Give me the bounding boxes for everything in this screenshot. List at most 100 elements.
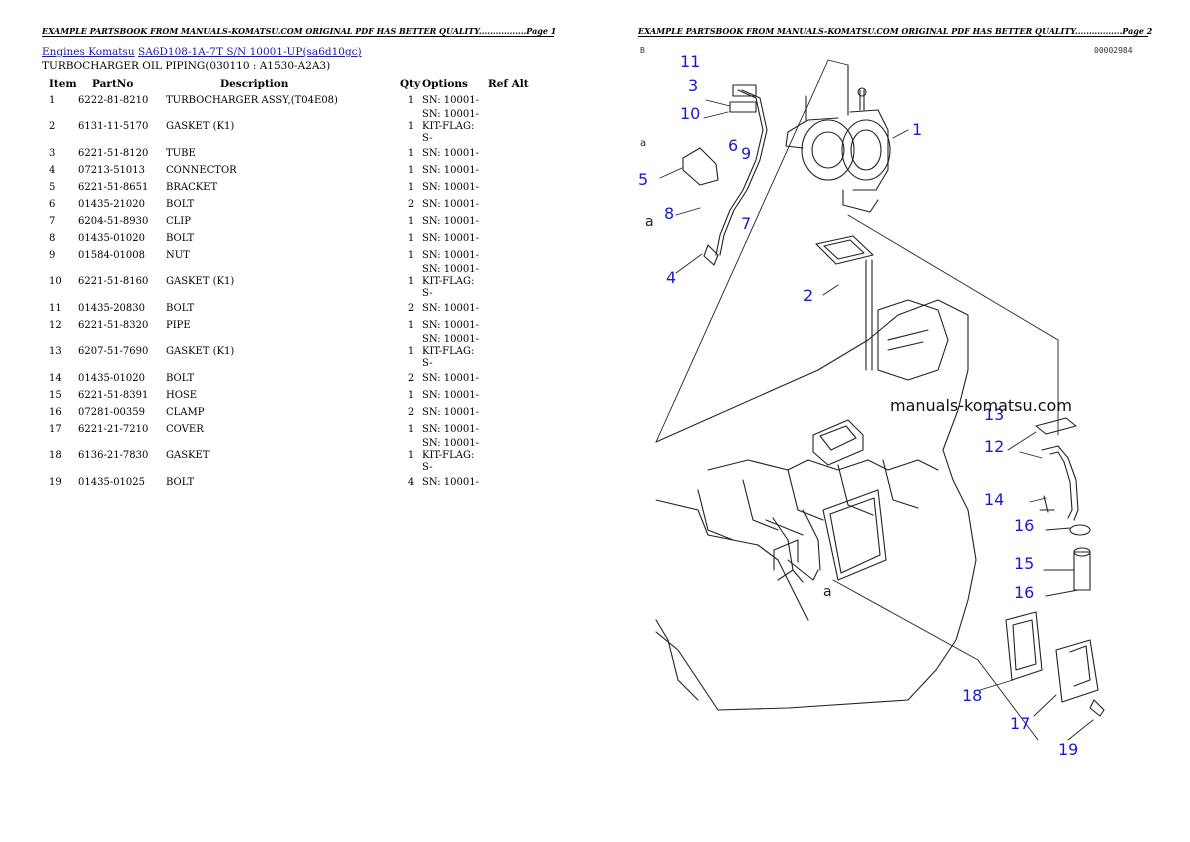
cell-qty: 1 — [407, 319, 415, 331]
cell-refalt — [488, 404, 548, 421]
cell-description: BOLT — [166, 198, 195, 210]
cell-refalt — [488, 213, 548, 230]
option-serial: SN: 10001- — [422, 264, 479, 275]
cell-options: SN: 10001-KIT-FLAG: S- — [422, 264, 488, 300]
cell-description: BRACKET — [166, 181, 218, 193]
option-serial: SN: 10001- — [422, 147, 479, 159]
connector-4-drawing — [703, 244, 719, 266]
option-kit-flag: KIT-FLAG: S- — [422, 121, 475, 144]
cell-refalt — [488, 109, 548, 145]
parts-table: Item PartNo Description Qty Options Ref … — [42, 76, 548, 491]
breadcrumb-link-engines[interactable]: Engines Komatsu — [42, 46, 135, 58]
cell-partno: 6207-51-7690 — [78, 346, 149, 357]
cell-description: CLAMP — [166, 406, 205, 418]
cell-options: SN: 10001- — [422, 370, 488, 387]
cell-refalt — [488, 421, 548, 438]
breadcrumb: Engines Komatsu SA6D108-1A-7T S/N 10001-… — [42, 46, 362, 58]
cell-options: SN: 10001- — [422, 317, 488, 334]
option-serial: SN: 10001- — [422, 334, 479, 345]
option-serial: SN: 10001- — [422, 249, 479, 261]
cell-qty: 2 — [407, 302, 415, 314]
option-serial: SN: 10001- — [422, 181, 479, 193]
cell-description: GASKET — [166, 450, 210, 461]
option-serial: SN: 10001- — [422, 372, 479, 384]
cell-description: BOLT — [166, 232, 195, 244]
cell-refalt — [488, 162, 548, 179]
cell-qty: 1 — [407, 450, 415, 461]
cell-item: 14 — [49, 372, 62, 384]
cell-refalt — [488, 179, 548, 196]
option-serial: SN: 10001- — [422, 319, 479, 331]
cell-qty: 1 — [407, 215, 415, 227]
cell-item: 2 — [49, 121, 56, 132]
cell-qty: 1 — [407, 164, 415, 176]
cell-description: NUT — [166, 249, 190, 261]
oil-feed-tube-drawing — [715, 89, 764, 256]
page-header-right: EXAMPLE PARTSBOOK FROM MANUALS-KOMATSU.C… — [638, 26, 1152, 36]
cell-partno: 01435-01020 — [78, 372, 146, 384]
cell-item: 3 — [49, 147, 56, 159]
cell-partno: 6221-51-8120 — [78, 147, 149, 159]
cell-item: 10 — [49, 276, 62, 287]
cell-qty: 1 — [407, 389, 415, 401]
cell-refalt — [488, 92, 548, 109]
cell-options: SN: 10001-KIT-FLAG: S- — [422, 334, 488, 370]
cell-options: SN: 10001- — [422, 230, 488, 247]
cell-partno: 01435-01025 — [78, 476, 146, 488]
cell-options: SN: 10001- — [422, 92, 488, 109]
cell-refalt — [488, 438, 548, 474]
cell-options: SN: 10001- — [422, 247, 488, 264]
header-rule-left — [42, 36, 554, 37]
cell-refalt — [488, 334, 548, 370]
cell-partno: 6221-51-8320 — [78, 319, 149, 331]
cell-description: COVER — [166, 423, 204, 435]
cell-refalt — [488, 474, 548, 491]
option-serial: SN: 10001- — [422, 423, 479, 435]
cell-qty: 1 — [407, 249, 415, 261]
cell-options: SN: 10001- — [422, 474, 488, 491]
cell-partno: 07281-00359 — [78, 406, 146, 418]
gasket-10-drawing — [729, 101, 757, 113]
cell-qty: 2 — [407, 372, 415, 384]
option-kit-flag: KIT-FLAG: S- — [422, 346, 475, 369]
option-serial: SN: 10001- — [422, 302, 479, 314]
cell-qty: 1 — [407, 121, 415, 132]
cell-partno: 6222-81-8210 — [78, 94, 149, 106]
gasket-2-inner — [823, 239, 865, 260]
cell-options: SN: 10001- — [422, 300, 488, 317]
col-header-options: Options — [422, 78, 468, 90]
cell-refalt — [488, 196, 548, 213]
page-header-left: EXAMPLE PARTSBOOK FROM MANUALS-KOMATSU.C… — [42, 26, 557, 36]
option-serial: SN: 10001- — [422, 389, 479, 401]
cell-description: GASKET (K1) — [166, 121, 235, 132]
cell-description: BOLT — [166, 476, 195, 488]
turbocharger-drawing — [785, 87, 891, 213]
breadcrumb-link-model[interactable]: SA6D108-1A-7T S/N 10001-UP(sa6d10gc) — [138, 46, 362, 58]
oil-feed-tube-edge — [719, 89, 768, 256]
page-title: TURBOCHARGER OIL PIPING(030110 : A1530-A… — [42, 60, 331, 72]
cell-item: 5 — [49, 181, 56, 193]
cell-partno: 01435-01020 — [78, 232, 146, 244]
cell-qty: 1 — [407, 423, 415, 435]
cell-partno: 01435-20830 — [78, 302, 146, 314]
option-serial: SN: 10001- — [422, 109, 479, 120]
cell-item: 9 — [49, 249, 56, 261]
diagram-corner-label-right: 00002984 — [1094, 46, 1133, 55]
cell-qty: 2 — [407, 198, 415, 210]
page1-header-text: EXAMPLE PARTSBOOK FROM MANUALS-KOMATSU.C… — [42, 26, 557, 36]
option-serial: SN: 10001- — [422, 406, 479, 418]
option-serial: SN: 10001- — [422, 198, 479, 210]
cell-partno: 6221-51-8651 — [78, 181, 149, 193]
cell-partno: 01435-21020 — [78, 198, 146, 210]
col-header-description: Description — [220, 78, 289, 90]
cell-item: 16 — [49, 406, 62, 418]
cell-item: 12 — [49, 319, 62, 331]
